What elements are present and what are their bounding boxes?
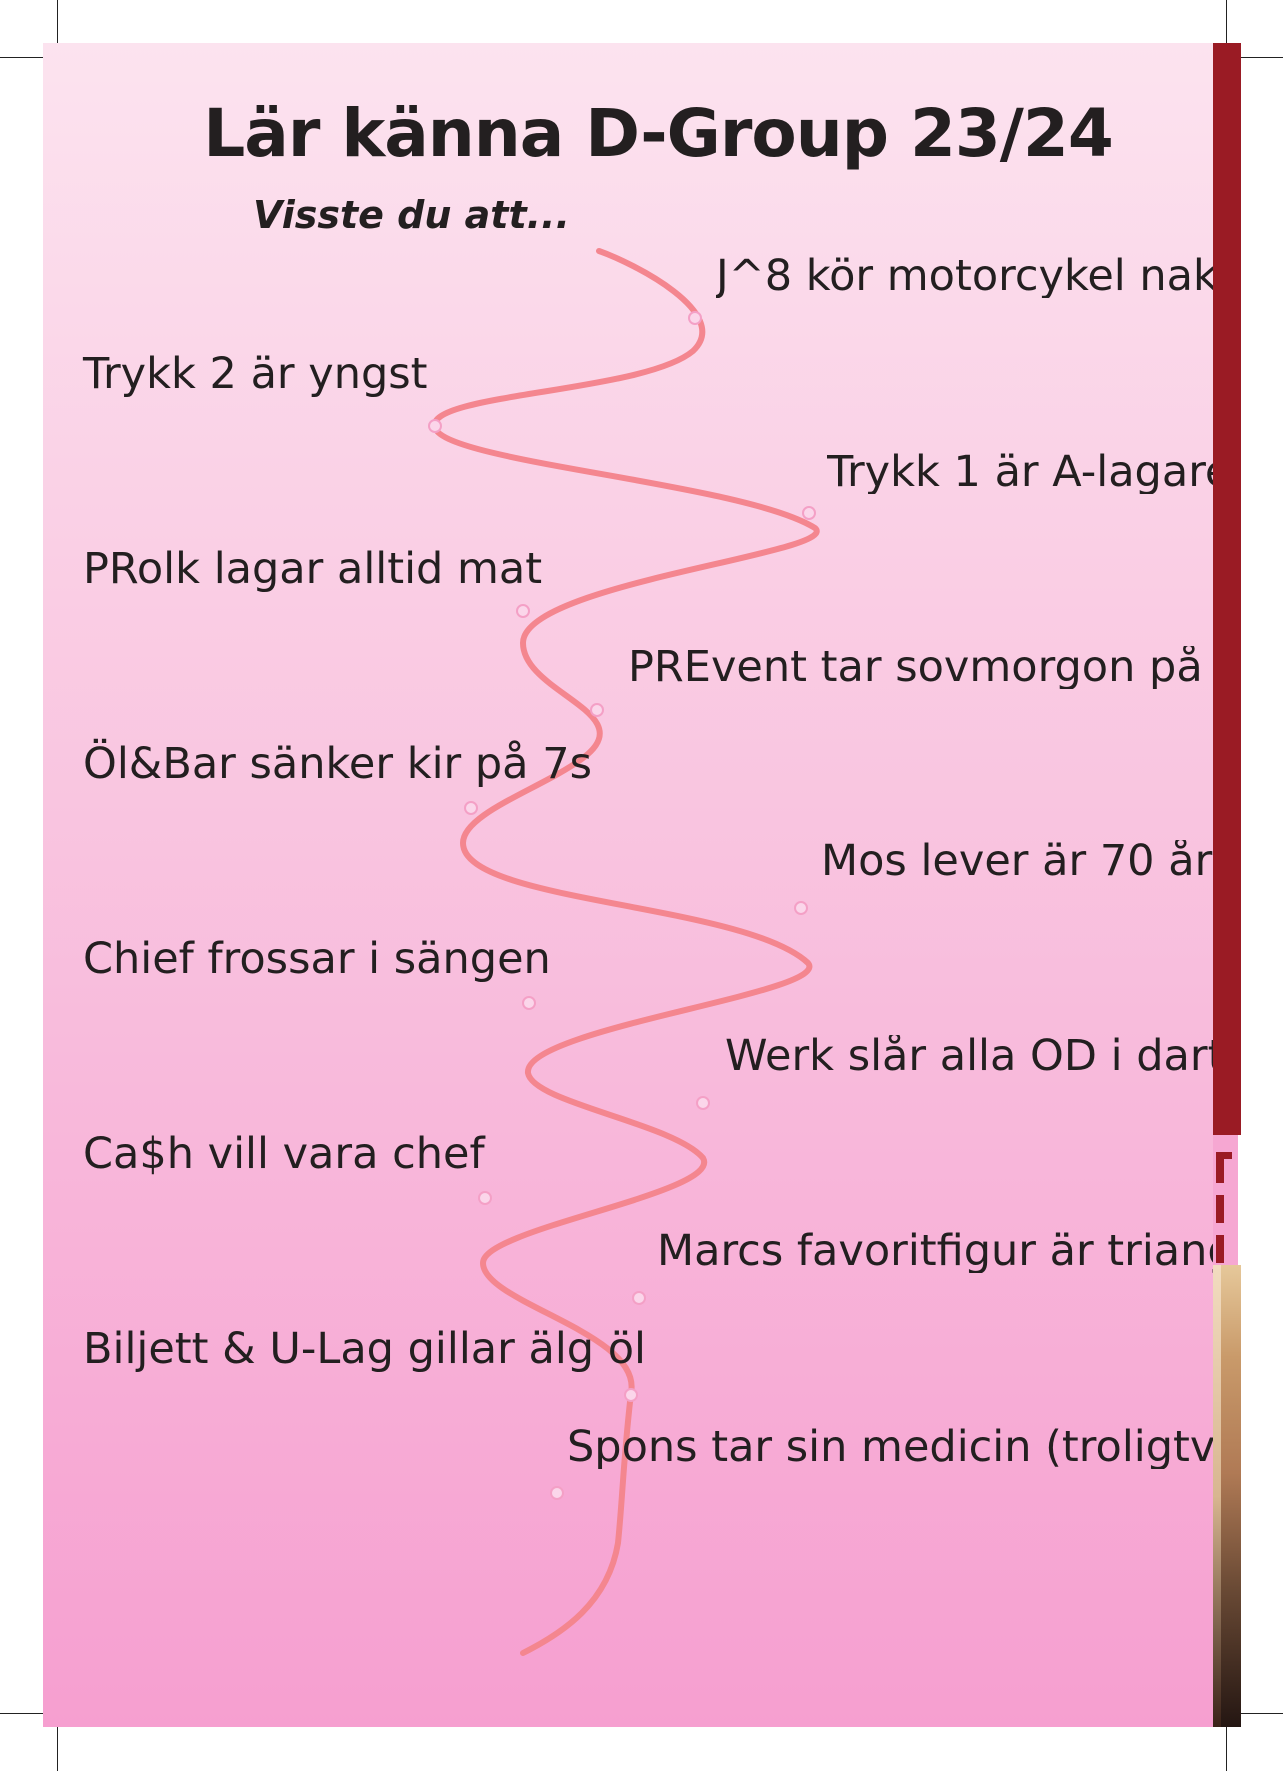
wave-dot <box>624 1388 638 1402</box>
wave-dot <box>428 419 442 433</box>
fact-item: Ca$h vill vara chef <box>83 1129 485 1179</box>
fact-item: Trykk 2 är yngst <box>83 349 428 399</box>
fact-item: Marcs favoritfigur är triange <box>657 1230 1213 1273</box>
wave-dot <box>478 1191 492 1205</box>
poster-subtitle: Visste du att... <box>253 193 570 237</box>
fact-item: Werk slår alla ÖD i dart <box>725 1035 1213 1078</box>
fact-item: Chief frossar i sängen <box>83 934 551 984</box>
fact-item: Spons tar sin medicin (troligtvis) <box>567 1426 1213 1469</box>
wave-dot <box>688 311 702 325</box>
side-accent-bar <box>1213 43 1241 1135</box>
wave-dot <box>464 801 478 815</box>
side-frame-corner <box>1216 1152 1232 1159</box>
wave-dot <box>696 1096 710 1110</box>
wave-dot <box>802 506 816 520</box>
fact-item: Mos lever är 70 år <box>821 840 1213 883</box>
fact-item: Öl&Bar sänker kir på 7s <box>83 739 592 789</box>
wave-dot <box>550 1486 564 1500</box>
poster-title: Lär känna D-Group 23/24 <box>203 95 1114 172</box>
crop-mark <box>0 1713 43 1714</box>
fact-item: J^8 kör motorcykel naken <box>716 255 1213 298</box>
fact-item: Trykk 1 är A-lagare <box>827 451 1213 494</box>
crop-mark <box>57 0 58 43</box>
wave-dot <box>794 901 808 915</box>
fact-item: PREvent tar sovmorgon på pr <box>628 646 1213 689</box>
fact-item: Biljett & U-Lag gillar älg öl <box>83 1324 646 1374</box>
crop-mark <box>1226 1727 1227 1771</box>
crop-mark <box>1241 57 1283 58</box>
fact-item: PRolk lagar alltid mat <box>83 544 543 594</box>
crop-mark <box>0 57 43 58</box>
poster-page: Lär känna D-Group 23/24 Visste du att...… <box>43 43 1213 1727</box>
crop-mark <box>1241 1713 1283 1714</box>
wave-dot <box>632 1291 646 1305</box>
crop-mark <box>1226 0 1227 43</box>
wave-dot <box>522 996 536 1010</box>
timeline-wave <box>428 248 820 1656</box>
side-frame-dashes <box>1216 1155 1224 1265</box>
wave-dot <box>516 604 530 618</box>
crop-mark <box>57 1727 58 1771</box>
side-photo-edge <box>1213 1265 1221 1727</box>
wave-dot <box>590 703 604 717</box>
